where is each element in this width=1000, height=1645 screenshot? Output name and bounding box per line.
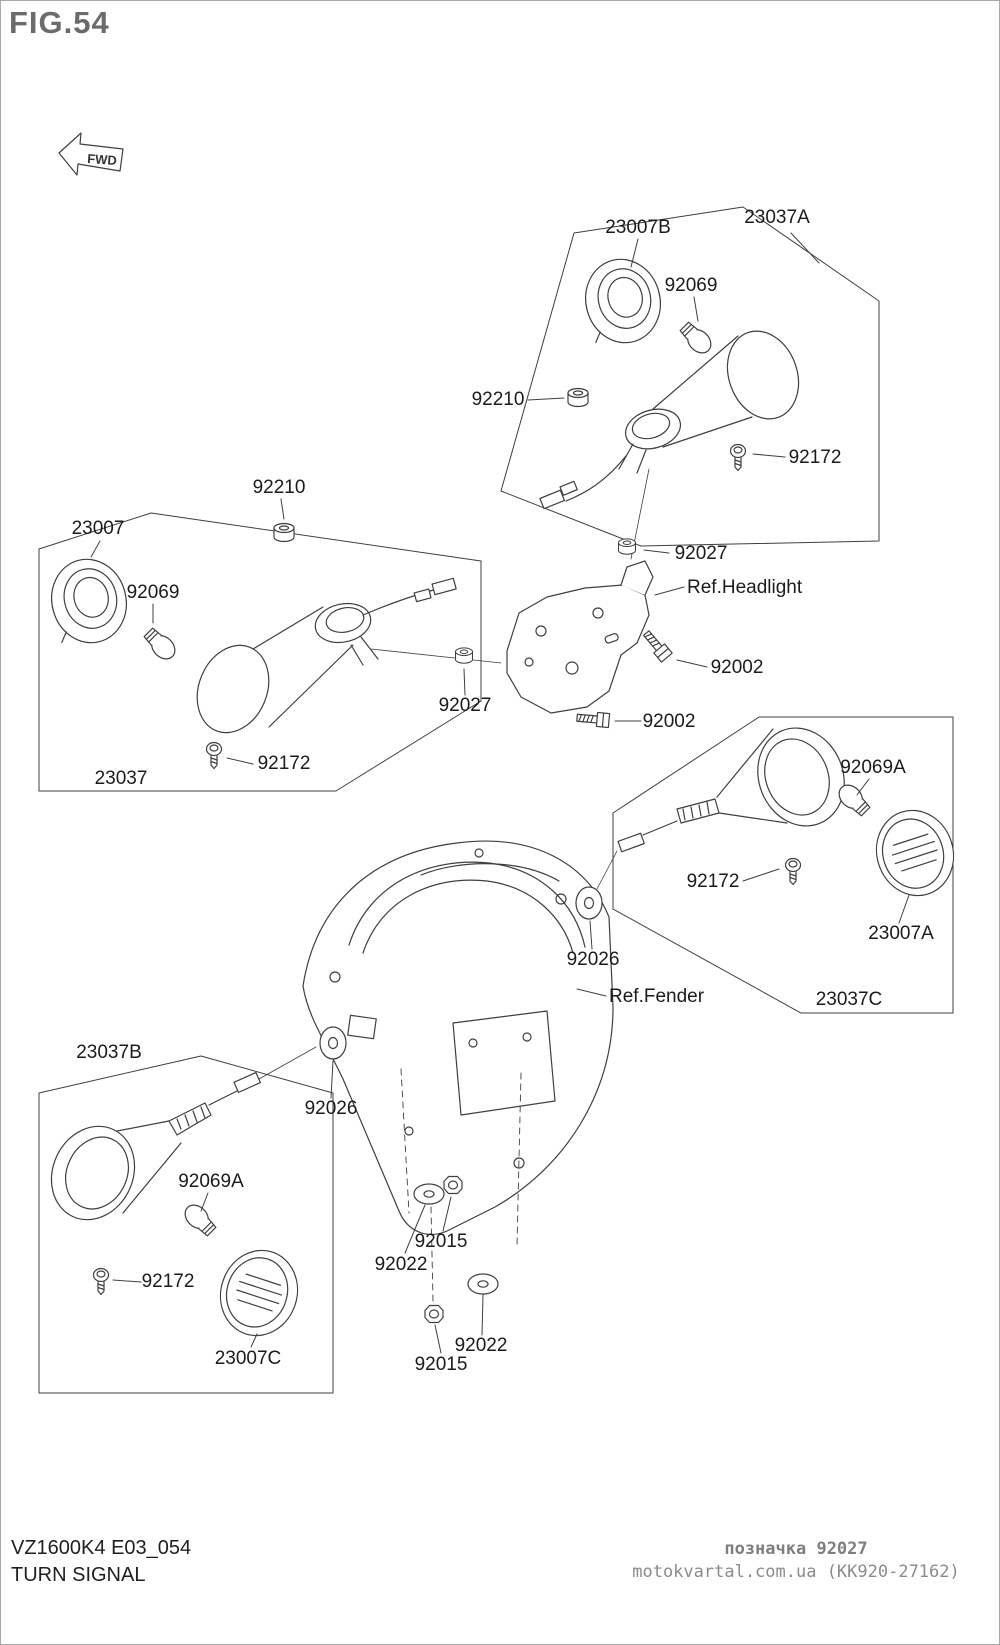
washer-92022-lower bbox=[467, 1273, 499, 1295]
part-label-92022-upper: 92022 bbox=[375, 1254, 428, 1275]
watermark-site: motokvartal.com.ua (KK920-27162) bbox=[632, 1562, 960, 1582]
part-label-92210-right: 92210 bbox=[472, 389, 525, 410]
grommet-92210-left bbox=[273, 522, 295, 543]
part-label-92022-lower: 92022 bbox=[455, 1335, 508, 1356]
nut-92015-upper bbox=[443, 1175, 463, 1195]
drawing-code: VZ1600K4 E03_054 bbox=[11, 1537, 192, 1559]
gasket-23007 bbox=[41, 550, 137, 652]
washer-92026-left bbox=[319, 1026, 347, 1060]
watermark-block: позначка 92027 motokvartal.com.ua (KK920… bbox=[621, 1538, 971, 1584]
figure-number: FIG.54 bbox=[9, 5, 110, 40]
ref-label-headlight: Ref.Headlight bbox=[687, 577, 803, 598]
part-label-23037b: 23037B bbox=[76, 1042, 142, 1063]
leader-lines bbox=[90, 232, 910, 1354]
bolt-92002-upper bbox=[640, 627, 673, 663]
part-label-92172-rear-left: 92172 bbox=[142, 1271, 195, 1292]
front-signal-left-assembly bbox=[41, 522, 457, 770]
group-box-front-left bbox=[38, 512, 482, 792]
rear-signal-right-assembly bbox=[617, 727, 966, 907]
drawing-title: TURN SIGNAL bbox=[11, 1564, 146, 1586]
fwd-arrow-label: FWD bbox=[87, 151, 118, 168]
part-label-92027-left: 92027 bbox=[439, 695, 492, 716]
guide-line-rear-left bbox=[258, 1046, 317, 1080]
part-label-92069-right: 92069 bbox=[665, 275, 718, 296]
part-label-92002-upper: 92002 bbox=[711, 657, 764, 678]
part-label-92069a-left: 92069A bbox=[178, 1171, 244, 1192]
screw-92172-rear-right bbox=[784, 857, 802, 886]
part-label-92172-front-left: 92172 bbox=[258, 753, 311, 774]
part-label-23037: 23037 bbox=[95, 768, 148, 789]
group-box-rear-right bbox=[612, 716, 954, 1014]
part-label-23037c: 23037C bbox=[816, 989, 883, 1010]
screw-92172-rear-left bbox=[92, 1267, 110, 1296]
nut-92015-lower bbox=[424, 1304, 444, 1324]
part-label-92026-right: 92026 bbox=[567, 949, 620, 970]
screw-92172-front-right bbox=[729, 443, 747, 472]
guide-line-left bbox=[370, 648, 502, 664]
lens-23007c bbox=[208, 1239, 310, 1347]
damper-92027-left bbox=[454, 647, 474, 664]
part-label-92172-front-right: 92172 bbox=[789, 447, 842, 468]
rear-fender bbox=[302, 840, 614, 1302]
part-label-92015-lower: 92015 bbox=[415, 1354, 468, 1375]
part-label-23007c: 23007C bbox=[215, 1348, 282, 1369]
bulb-92069-left bbox=[140, 624, 181, 665]
part-label-23037a: 23037A bbox=[744, 207, 810, 228]
group-box-rear-left bbox=[38, 1055, 334, 1394]
part-label-92015-upper: 92015 bbox=[415, 1231, 468, 1252]
ref-label-fender: Ref.Fender bbox=[609, 986, 705, 1007]
part-label-92069-left: 92069 bbox=[127, 582, 180, 603]
bolt-92002-lower bbox=[575, 710, 611, 729]
part-label-92172-rear-right: 92172 bbox=[687, 871, 740, 892]
part-label-92210-left: 92210 bbox=[253, 477, 306, 498]
rear-signal-left-assembly bbox=[50, 1071, 310, 1347]
part-label-23007b: 23007B bbox=[605, 217, 671, 238]
damper-92027-right bbox=[617, 538, 637, 555]
guide-line-rear-right bbox=[596, 850, 618, 890]
gasket-23007b bbox=[575, 250, 671, 352]
grommet-92210-right bbox=[567, 387, 589, 408]
part-label-92069a-right: 92069A bbox=[840, 757, 906, 778]
washer-92022-upper bbox=[413, 1183, 445, 1205]
part-label-23007: 23007 bbox=[72, 518, 125, 539]
screw-92172-front-left bbox=[205, 741, 223, 770]
group-box-front-right bbox=[500, 206, 880, 547]
part-label-23007a: 23007A bbox=[868, 923, 934, 944]
part-label-92027-right: 92027 bbox=[675, 543, 728, 564]
lens-23007a bbox=[864, 799, 966, 907]
part-label-92002-lower: 92002 bbox=[643, 711, 696, 732]
front-signal-right-assembly bbox=[539, 250, 800, 510]
watermark-note: позначка 92027 bbox=[724, 1539, 868, 1559]
fwd-arrow bbox=[58, 132, 124, 176]
bulb-92069-right bbox=[676, 318, 717, 359]
bulb-92069a-left bbox=[179, 1199, 220, 1240]
part-label-92026-left: 92026 bbox=[305, 1098, 358, 1119]
headlight-bracket bbox=[506, 560, 654, 714]
washer-92026-right bbox=[575, 886, 603, 920]
